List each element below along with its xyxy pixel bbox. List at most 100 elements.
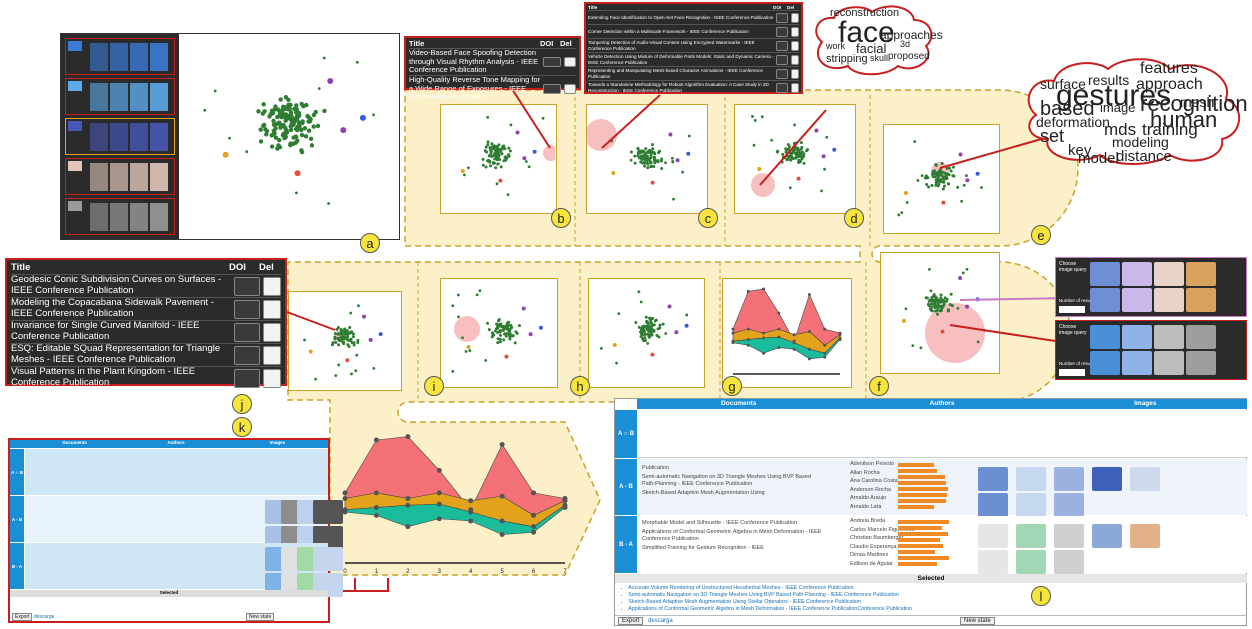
descarga-link[interactable]: descarga bbox=[33, 614, 55, 620]
list-item[interactable]: Adenilson Peixoto bbox=[850, 461, 895, 467]
doi-button[interactable] bbox=[233, 322, 260, 342]
gallery-thumb[interactable] bbox=[1090, 351, 1120, 375]
documents-list-bma[interactable]: Morphable Model and Silhouette - IEEE Co… bbox=[642, 520, 822, 554]
list-item[interactable]: Edilson de Aguiar bbox=[850, 560, 893, 567]
export-button[interactable]: Export bbox=[12, 613, 33, 621]
doi-button[interactable] bbox=[775, 12, 788, 23]
list-item[interactable]: Morphable Model and Silhouette - IEEE Co… bbox=[642, 520, 798, 526]
new-state-button[interactable]: New state bbox=[960, 617, 995, 625]
gallery-thumb[interactable] bbox=[1186, 351, 1216, 375]
gallery-thumb[interactable] bbox=[1122, 288, 1152, 312]
gallery-thumbs-2[interactable] bbox=[1090, 325, 1216, 375]
gallery-thumbs-1[interactable] bbox=[1090, 262, 1216, 312]
gallery-thumb[interactable] bbox=[1092, 467, 1122, 491]
scatter-plot-main[interactable] bbox=[181, 34, 399, 239]
list-item[interactable]: Ana Carolina Costa bbox=[850, 478, 898, 485]
gallery-thumb[interactable] bbox=[1090, 288, 1120, 312]
delete-button[interactable] bbox=[790, 26, 799, 37]
gallery-thumb[interactable] bbox=[978, 467, 1008, 491]
delete-button[interactable] bbox=[262, 322, 281, 342]
doi-button[interactable] bbox=[775, 82, 788, 93]
list-item[interactable]: Christian Baumberger bbox=[850, 535, 904, 542]
scatter-f[interactable] bbox=[881, 253, 998, 372]
selected-item[interactable]: Accurate Volume Rendering of Unstructure… bbox=[621, 585, 971, 592]
list-item[interactable]: Publication bbox=[642, 465, 669, 471]
gallery-thumb[interactable] bbox=[1054, 550, 1084, 574]
scatter-e[interactable] bbox=[884, 125, 998, 232]
list-item[interactable]: Semi-automatic Navigation on 3D Triangle… bbox=[642, 473, 811, 487]
list-item[interactable]: Carlos Marcelo Figueiredo bbox=[850, 526, 915, 533]
sidebar-thumbnails[interactable] bbox=[65, 38, 175, 236]
delete-button[interactable] bbox=[790, 68, 799, 79]
doi-button[interactable] bbox=[233, 299, 260, 319]
gallery-thumb[interactable] bbox=[313, 547, 343, 571]
stream-mini[interactable] bbox=[723, 279, 850, 386]
sidebar-query-row[interactable] bbox=[65, 198, 175, 235]
scatter-b[interactable] bbox=[441, 105, 559, 212]
doi-button[interactable] bbox=[775, 68, 788, 79]
list-item[interactable]: Arnaldo Araujo bbox=[850, 495, 887, 502]
gallery-thumb[interactable] bbox=[1016, 493, 1046, 517]
sidebar-query-row[interactable] bbox=[65, 38, 175, 75]
list-item[interactable]: Allan Rocha bbox=[850, 469, 880, 476]
delete-button[interactable] bbox=[564, 83, 576, 94]
gallery-thumb[interactable] bbox=[313, 500, 343, 524]
selected-item[interactable]: Applications of Conformal Geometric Alge… bbox=[621, 606, 971, 613]
doi-button[interactable] bbox=[543, 56, 561, 67]
gallery-thumb[interactable] bbox=[1122, 325, 1152, 349]
gallery-thumb[interactable] bbox=[978, 524, 1008, 548]
doi-button[interactable] bbox=[543, 83, 561, 94]
gallery-thumb[interactable] bbox=[1054, 467, 1084, 491]
list-item[interactable]: Andreia Breda bbox=[850, 518, 886, 524]
doi-button[interactable] bbox=[775, 26, 788, 37]
delete-button[interactable] bbox=[262, 368, 281, 388]
delete-button[interactable] bbox=[262, 299, 281, 319]
doi-button[interactable] bbox=[233, 276, 260, 296]
gallery-thumb[interactable] bbox=[1130, 524, 1160, 548]
gallery-thumb[interactable] bbox=[1090, 325, 1120, 349]
gallery-thumb[interactable] bbox=[1054, 524, 1084, 548]
descarga-link[interactable]: descarga bbox=[648, 618, 673, 624]
gallery-thumb[interactable] bbox=[1122, 351, 1152, 375]
delete-button[interactable] bbox=[790, 54, 799, 65]
delete-button[interactable] bbox=[262, 345, 281, 365]
sidebar-query-row[interactable] bbox=[65, 118, 175, 155]
scatter-h[interactable] bbox=[589, 279, 703, 386]
list-item[interactable]: Anderson Rocha bbox=[850, 486, 891, 493]
delete-button[interactable] bbox=[262, 276, 281, 296]
gallery-thumb[interactable] bbox=[1154, 262, 1184, 286]
scatter-j[interactable] bbox=[289, 292, 400, 389]
selected-item[interactable]: Semi-automatic Navigation on 3D Triangle… bbox=[621, 592, 971, 599]
scatter-d[interactable] bbox=[735, 105, 854, 212]
gallery-thumb[interactable] bbox=[978, 550, 1008, 574]
gallery-thumb[interactable] bbox=[1016, 550, 1046, 574]
gallery-thumb[interactable] bbox=[1186, 262, 1216, 286]
doi-button[interactable] bbox=[775, 54, 788, 65]
selected-list[interactable]: Accurate Volume Rendering of Unstructure… bbox=[621, 585, 971, 613]
export-button[interactable]: Export bbox=[618, 617, 644, 625]
gallery-thumb[interactable] bbox=[1054, 493, 1084, 517]
delete-button[interactable] bbox=[790, 12, 799, 23]
image-results-amb[interactable] bbox=[978, 467, 1166, 517]
results-input[interactable] bbox=[1059, 306, 1085, 313]
gallery-thumb[interactable] bbox=[1016, 524, 1046, 548]
gallery-thumb[interactable] bbox=[1090, 262, 1120, 286]
gallery-thumb[interactable] bbox=[1186, 325, 1216, 349]
gallery-thumb[interactable] bbox=[1016, 467, 1046, 491]
list-item[interactable]: Dimas Martinez bbox=[850, 552, 889, 559]
gallery-thumb[interactable] bbox=[1154, 288, 1184, 312]
list-item[interactable]: Sketch-Based Adaptive Mesh Augmentation … bbox=[642, 489, 765, 496]
selected-item[interactable]: Sketch-Based Adaptive Mesh Augmentation … bbox=[621, 599, 971, 606]
doi-button[interactable] bbox=[775, 40, 788, 51]
gallery-thumb[interactable] bbox=[1154, 351, 1184, 375]
results-input[interactable] bbox=[1059, 369, 1085, 376]
gallery-thumb[interactable] bbox=[978, 493, 1008, 517]
gallery-thumb[interactable] bbox=[1122, 262, 1152, 286]
list-item[interactable]: Applications of Conformal Geometric Alge… bbox=[642, 528, 822, 542]
gallery-thumb[interactable] bbox=[1154, 325, 1184, 349]
sidebar-query-row[interactable] bbox=[65, 78, 175, 115]
